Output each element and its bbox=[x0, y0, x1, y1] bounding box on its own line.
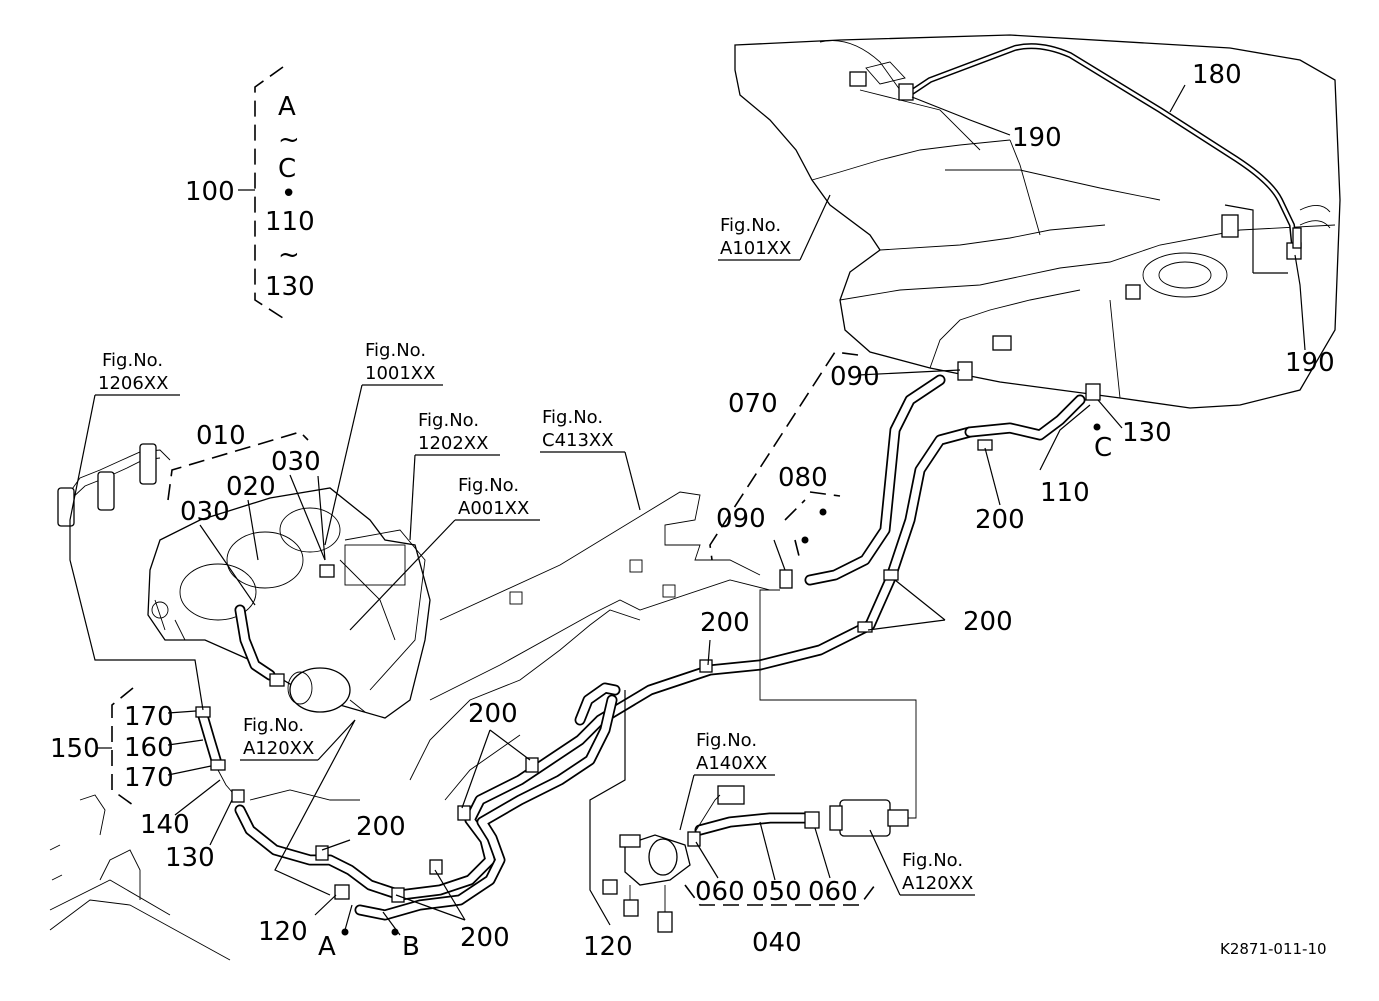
leader-lines bbox=[69, 66, 1306, 936]
engine-block bbox=[147, 487, 431, 719]
connection-label-c: C bbox=[1094, 433, 1112, 463]
injection-nozzles bbox=[57, 443, 171, 527]
figure-references: Fig.No. 1206XX Fig.No. 1001XX Fig.No. 12… bbox=[98, 215, 973, 894]
part-label-030-left: 030 bbox=[180, 497, 230, 527]
connection-label-a: A bbox=[318, 932, 336, 962]
drawing-code: K2871-011-10 bbox=[1220, 940, 1327, 958]
part-label-160: 160 bbox=[124, 733, 174, 763]
frame-rail bbox=[249, 491, 771, 801]
fig-a140-line2: A140XX bbox=[696, 753, 767, 774]
part-label-130-top: 130 bbox=[1122, 418, 1172, 448]
part-label-140: 140 bbox=[140, 810, 190, 840]
leak-off-hose bbox=[195, 706, 245, 803]
group-bracket-100: 100 A ~ C • 110 ~ 130 bbox=[185, 92, 315, 302]
connection-dots bbox=[341, 423, 1101, 936]
part-label-060-right: 060 bbox=[808, 877, 858, 907]
part-label-170-top: 170 bbox=[124, 702, 174, 732]
fuel-filter bbox=[759, 589, 917, 837]
part-label-200-b: 200 bbox=[963, 607, 1013, 637]
group-line-130: 130 bbox=[265, 272, 315, 302]
part-label-130-bottom: 130 bbox=[165, 843, 215, 873]
group-line-tilde-1: ~ bbox=[278, 125, 300, 155]
part-label-200-a: 200 bbox=[975, 505, 1025, 535]
fig-a120-left-line2: A120XX bbox=[243, 738, 314, 759]
part-label-110: 110 bbox=[1040, 478, 1090, 508]
fig-a001-line1: Fig.No. bbox=[458, 475, 519, 496]
part-label-180: 180 bbox=[1192, 60, 1242, 90]
lower-bracket bbox=[49, 794, 231, 961]
fig-a140-line1: Fig.No. bbox=[696, 730, 757, 751]
fig-c413-line1: Fig.No. bbox=[542, 407, 603, 428]
clamps bbox=[269, 227, 1302, 903]
fig-c413-line2: C413XX bbox=[542, 430, 614, 451]
part-label-200-e: 200 bbox=[356, 812, 406, 842]
part-label-200-f: 200 bbox=[460, 923, 510, 953]
fig-1001-line2: 1001XX bbox=[365, 363, 435, 384]
part-label-050: 050 bbox=[752, 877, 802, 907]
fig-a001-line2: A001XX bbox=[458, 498, 529, 519]
fuel-tank bbox=[734, 34, 1341, 409]
part-label-190-right: 190 bbox=[1285, 348, 1335, 378]
part-label-060-left: 060 bbox=[695, 877, 745, 907]
connection-label-b: B bbox=[402, 932, 420, 962]
part-number-labels: 010 020 030 030 040 050 060 060 070 080 … bbox=[50, 60, 1335, 962]
part-label-020: 020 bbox=[226, 472, 276, 502]
part-label-120-center: 120 bbox=[583, 932, 633, 962]
fig-a101-line2: A101XX bbox=[720, 238, 791, 259]
part-label-190-top: 190 bbox=[1012, 123, 1062, 153]
part-label-080: 080 bbox=[778, 463, 828, 493]
part-label-090-left: 090 bbox=[716, 504, 766, 534]
part-label-200-c: 200 bbox=[700, 608, 750, 638]
fig-a120-left-line1: Fig.No. bbox=[243, 715, 304, 736]
group-line-c: C bbox=[278, 154, 296, 184]
part-label-070: 070 bbox=[728, 389, 778, 419]
group-line-tilde-2: ~ bbox=[278, 240, 300, 270]
label-100: 100 bbox=[185, 177, 235, 207]
part-label-090-top: 090 bbox=[830, 362, 880, 392]
part-label-170-bottom: 170 bbox=[124, 763, 174, 793]
part-label-010: 010 bbox=[196, 421, 246, 451]
fig-1206-line1: Fig.No. bbox=[102, 350, 163, 371]
part-label-120-left: 120 bbox=[258, 917, 308, 947]
fig-1202-line1: Fig.No. bbox=[418, 410, 479, 431]
fig-a101-line1: Fig.No. bbox=[720, 215, 781, 236]
fig-1202-line2: 1202XX bbox=[418, 433, 488, 454]
fig-1001-line1: Fig.No. bbox=[365, 340, 426, 361]
fig-a120-right-line2: A120XX bbox=[902, 873, 973, 894]
part-label-150: 150 bbox=[50, 734, 100, 764]
fig-1206-line2: 1206XX bbox=[98, 373, 168, 394]
group-line-110: 110 bbox=[265, 207, 315, 237]
part-label-040: 040 bbox=[752, 928, 802, 958]
fig-a120-right-line1: Fig.No. bbox=[902, 850, 963, 871]
group-line-a: A bbox=[278, 92, 296, 122]
fuel-hoses bbox=[234, 374, 1086, 921]
group-line-dot: • bbox=[281, 179, 296, 209]
fuel-pump bbox=[619, 785, 820, 933]
connection-point-labels: A B C bbox=[318, 433, 1112, 962]
part-label-200-d: 200 bbox=[468, 699, 518, 729]
part-label-030-top: 030 bbox=[271, 447, 321, 477]
